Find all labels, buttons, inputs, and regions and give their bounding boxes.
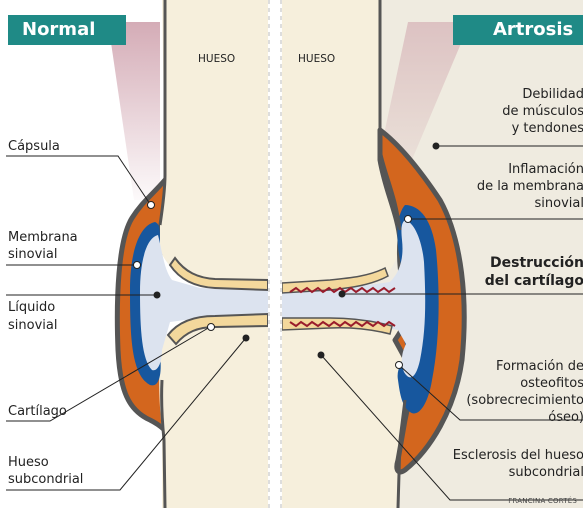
dot-liquido [154, 292, 161, 299]
label-hueso-line2: subcondrial [8, 471, 83, 488]
label-membrana-line1: Membrana [8, 229, 78, 246]
label-hueso-line1: Hueso [8, 454, 49, 471]
credit: FRANCINA CORTÉS [508, 497, 577, 505]
dot-cartilago [208, 324, 215, 331]
dot-membrana [134, 262, 141, 269]
label-destruccion-line1: Destrucción [490, 254, 583, 272]
label-formacion-line2: osteofitos [520, 375, 583, 392]
bone-label-artrosis: HUESO [298, 53, 335, 65]
header-normal: Normal [8, 15, 126, 45]
dot-formacion [396, 362, 403, 369]
dot-inflamacion [405, 216, 412, 223]
label-destruccion-line2: del cartílago [485, 272, 583, 290]
dot-hueso [243, 335, 250, 342]
dot-capsula [148, 202, 155, 209]
tibia-artrosis [282, 322, 407, 508]
label-inflamacion-line3: sinovial [535, 195, 583, 212]
dot-esclerosis [318, 352, 325, 359]
tibia-normal [159, 320, 268, 508]
label-capsula: Cápsula [8, 138, 60, 155]
label-debilidad-line1: Debilidad [522, 86, 583, 103]
label-membrana-line2: sinovial [8, 246, 57, 263]
center-divider [268, 0, 282, 508]
femur-normal [160, 0, 268, 284]
bone-label-normal: HUESO [198, 53, 235, 65]
label-formacion-line3: (sobrecrecimiento [466, 392, 583, 409]
label-debilidad-line2: de músculos [502, 103, 583, 120]
dot-debilidad [433, 143, 440, 150]
label-esclerosis-line2: subcondrial [509, 464, 583, 481]
label-cartilago: Cartílago [8, 403, 67, 420]
label-inflamacion-line2: de la membrana [477, 178, 583, 195]
header-artrosis: Artrosis [453, 15, 583, 45]
label-formacion-line4: óseo) [548, 409, 583, 426]
label-liquido-line2: sinovial [8, 317, 57, 334]
label-debilidad-line3: y tendones [512, 120, 583, 137]
label-inflamacion-line1: Inflamación [508, 161, 583, 178]
label-liquido-line1: Líquido [8, 299, 55, 316]
dot-destruccion [339, 291, 346, 298]
label-formacion-line1: Formación de [496, 358, 583, 375]
label-esclerosis-line1: Esclerosis del hueso [453, 447, 583, 464]
